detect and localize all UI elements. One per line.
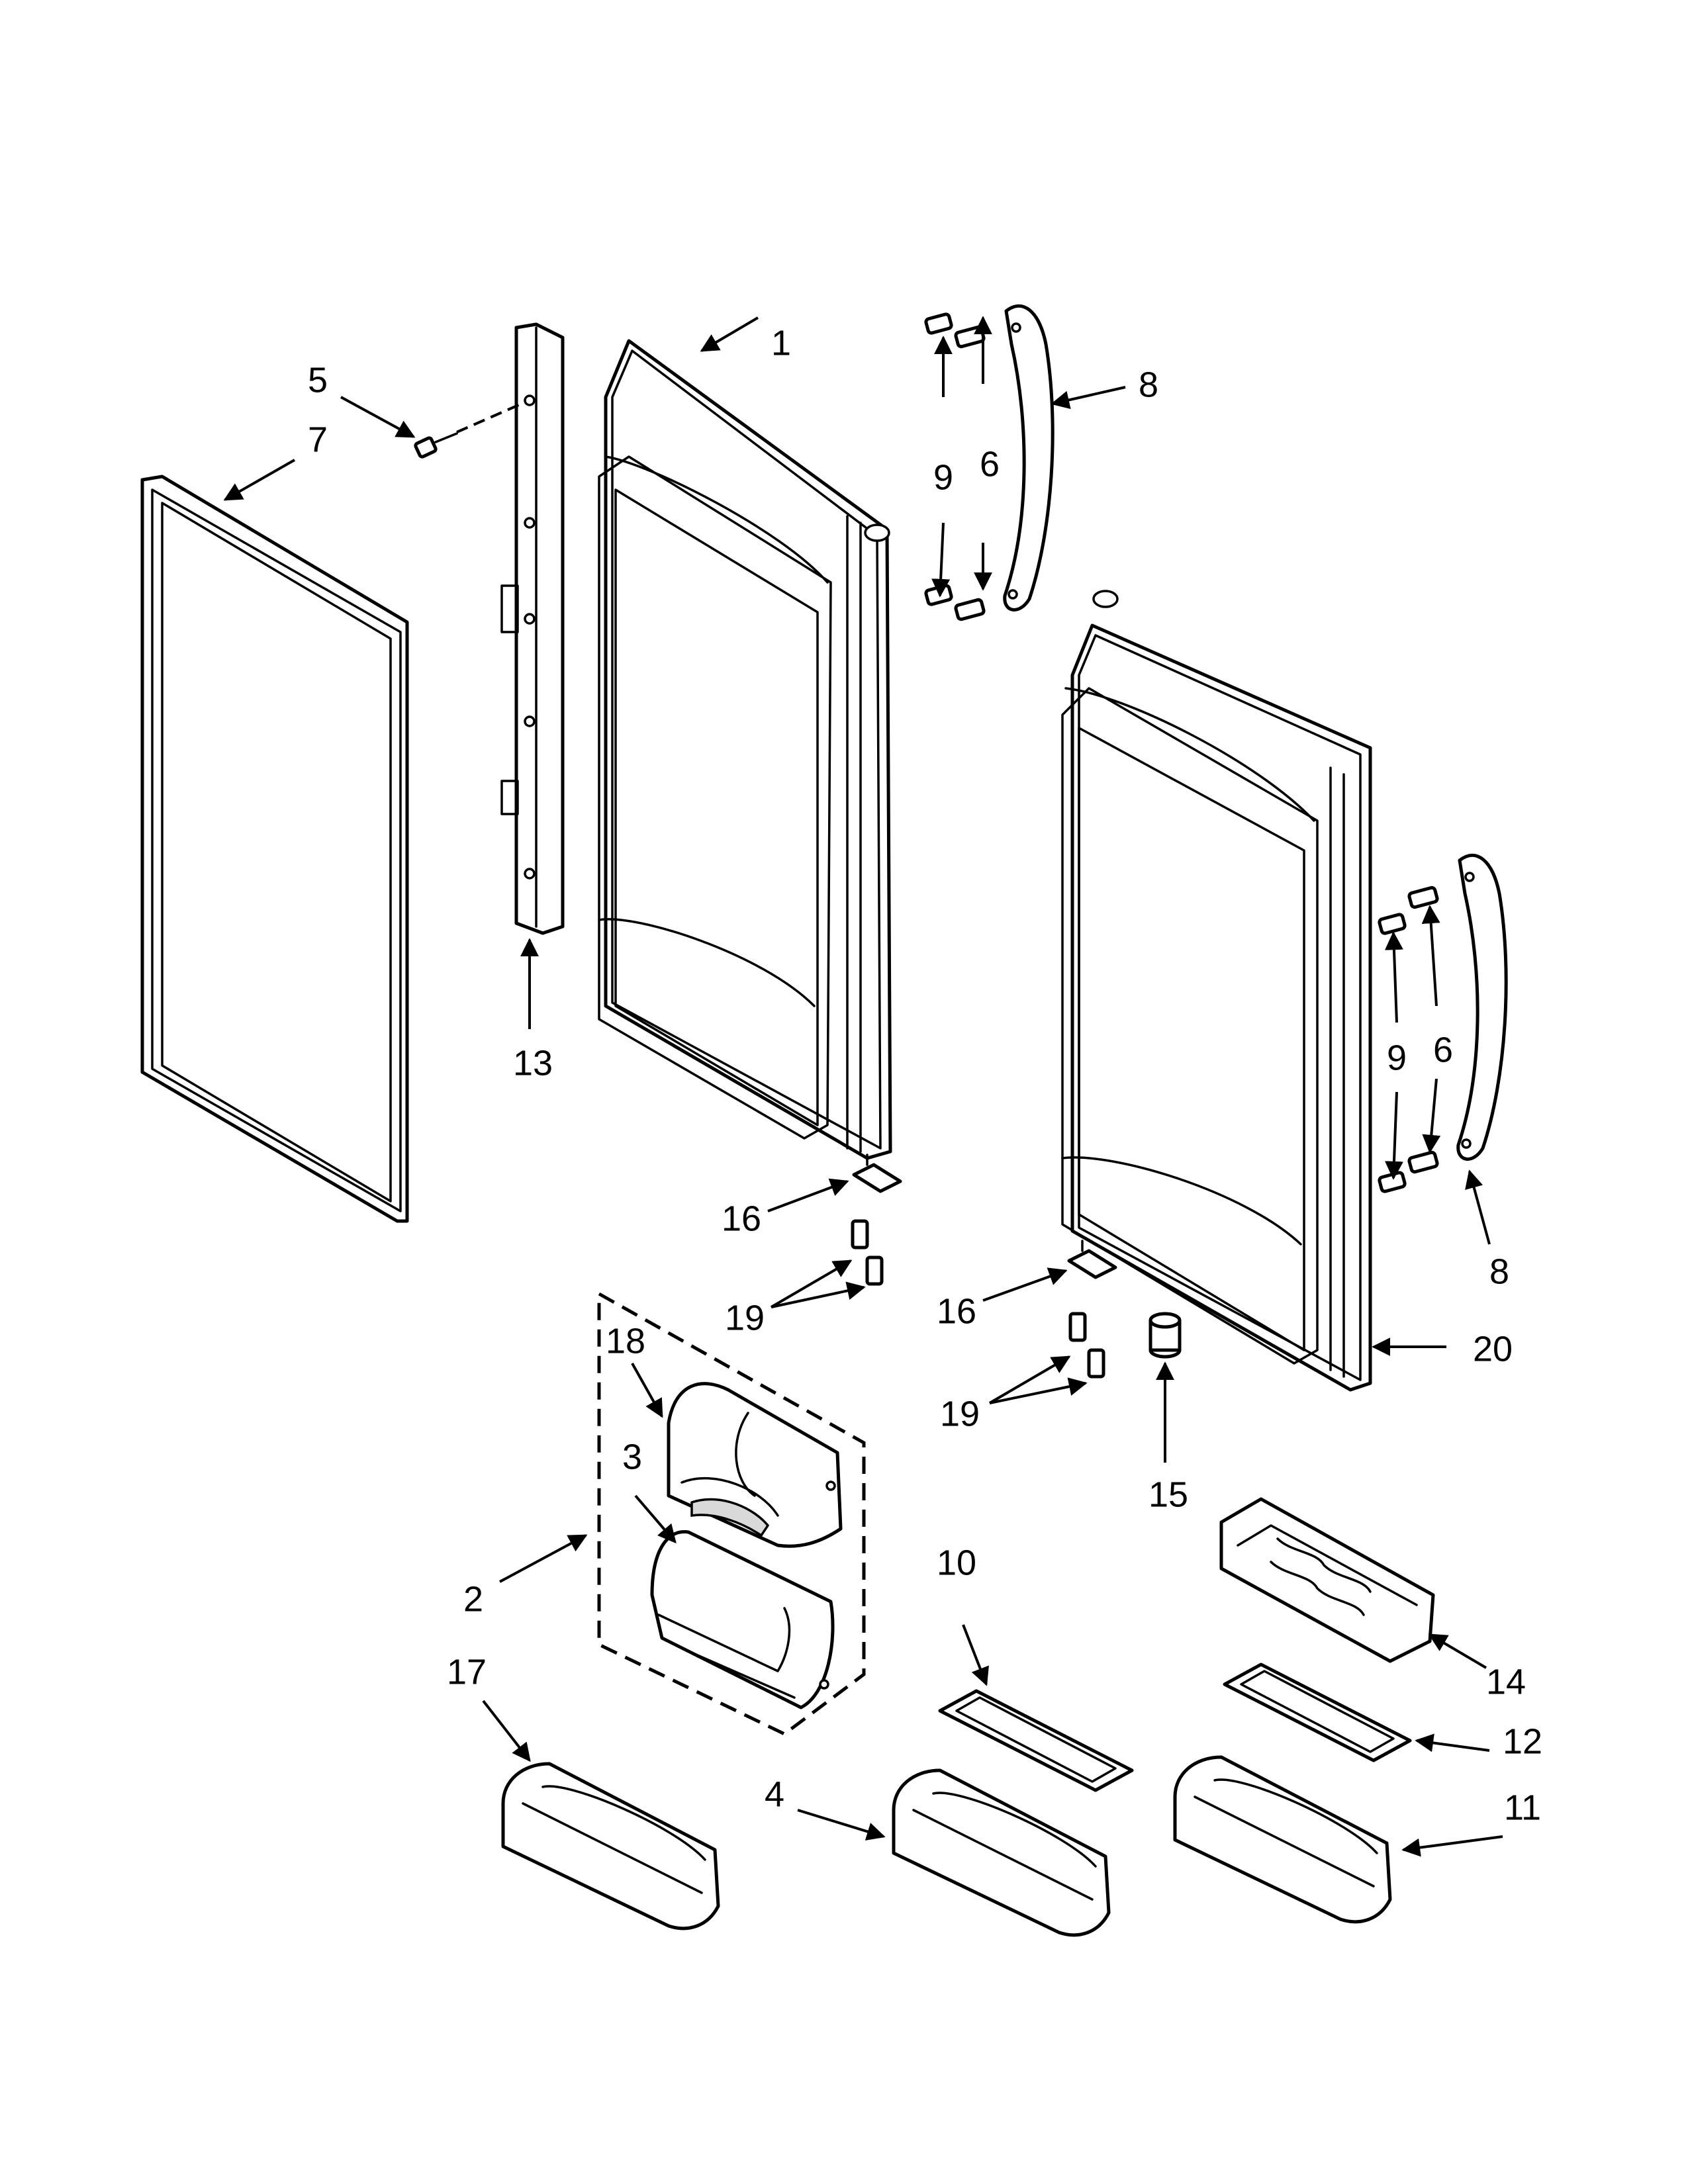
- door-bin-11: [1173, 1755, 1392, 1924]
- callout-labels: 1 2 3 4 5 6 6 7 8 8 9 9 10 11 12 13 14 1…: [308, 323, 1542, 1827]
- callout-9-upper: 9: [933, 457, 953, 497]
- callout-14: 14: [1486, 1662, 1526, 1702]
- screw: [414, 432, 458, 459]
- hinge-screws-left: [851, 1219, 884, 1286]
- callout-7: 7: [308, 420, 328, 459]
- door-handle-lower: [1456, 853, 1508, 1161]
- callout-20: 20: [1473, 1329, 1513, 1369]
- callout-15: 15: [1149, 1475, 1188, 1514]
- door-trim-strip: [500, 322, 565, 935]
- callout-16-right: 16: [937, 1291, 976, 1331]
- callout-6-lower: 6: [1433, 1030, 1453, 1069]
- dispenser-cover: [667, 1382, 843, 1548]
- egg-tray: [1219, 1497, 1435, 1663]
- hinge-pin: [1149, 1312, 1182, 1359]
- leader-lines: [223, 316, 1503, 1857]
- callout-16-left: 16: [722, 1199, 761, 1238]
- callout-17: 17: [447, 1652, 487, 1692]
- hinge-bracket-left: [852, 1154, 902, 1193]
- door-bin-4: [892, 1768, 1111, 1937]
- dispenser-assembly: [597, 1291, 866, 1736]
- bin-shelf-12: [1223, 1662, 1412, 1762]
- door-handle-upper: [1003, 304, 1055, 612]
- callout-10: 10: [937, 1543, 976, 1582]
- callout-11: 11: [1504, 1788, 1541, 1827]
- callout-5: 5: [308, 360, 328, 400]
- door-bin-17: [501, 1762, 720, 1931]
- hinge-bracket-right: [1067, 1240, 1117, 1279]
- callout-6-upper: 6: [980, 444, 1000, 484]
- callout-8-upper: 8: [1139, 365, 1158, 404]
- door-gasket: [140, 475, 409, 1223]
- right-door: [1061, 590, 1372, 1392]
- callout-1: 1: [771, 323, 791, 363]
- left-door: [598, 339, 892, 1160]
- hinge-screws-right: [1068, 1312, 1105, 1379]
- callout-4: 4: [765, 1774, 784, 1814]
- callout-19-left: 19: [725, 1298, 765, 1338]
- callout-13: 13: [513, 1043, 553, 1083]
- callout-18: 18: [606, 1321, 645, 1361]
- callout-19-right: 19: [940, 1394, 980, 1433]
- callout-9-lower: 9: [1387, 1038, 1407, 1077]
- callout-3: 3: [622, 1437, 642, 1477]
- dispenser-bin: [650, 1529, 835, 1709]
- callout-8-lower: 8: [1489, 1251, 1509, 1291]
- callout-2: 2: [463, 1579, 483, 1619]
- bin-shelf-10: [938, 1689, 1134, 1792]
- callout-12: 12: [1503, 1721, 1542, 1761]
